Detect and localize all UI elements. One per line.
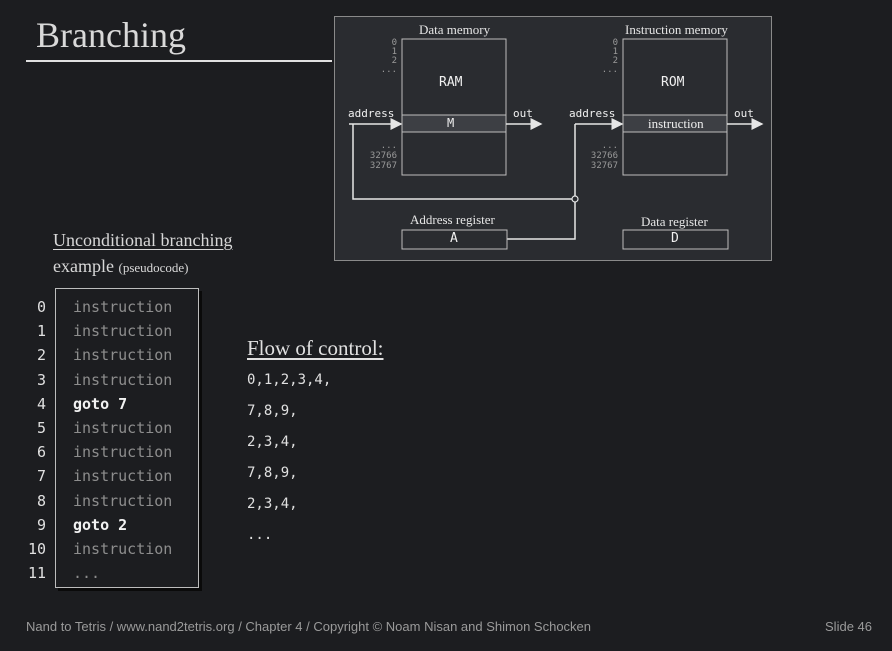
rom-selected-instruction: instruction: [648, 116, 704, 131]
code-line: instruction: [73, 467, 173, 486]
line-number: 0: [36, 298, 46, 316]
ram-label: RAM: [439, 75, 463, 90]
code-line: ...: [73, 564, 101, 583]
code-line: instruction: [73, 491, 173, 510]
d-register: D: [671, 231, 679, 246]
rom-address-label: address: [569, 107, 616, 120]
slide-number: Slide 46: [825, 619, 872, 634]
instruction-memory-label: Instruction memory: [625, 22, 728, 37]
code-line: instruction: [73, 419, 173, 437]
flow-line: 7,8,9,: [247, 403, 298, 419]
code-line: goto 7: [73, 394, 128, 413]
title-underline: [26, 60, 332, 62]
line-number: 6: [36, 443, 46, 462]
example-note: (pseudocode): [118, 260, 189, 275]
code-line: instruction: [73, 298, 173, 316]
slide-title: Branching: [36, 15, 186, 55]
code-listing-box: [55, 288, 199, 588]
flow-of-control-title: Flow of control:: [247, 336, 384, 360]
flow-line: 0,1,2,3,4,: [247, 372, 332, 388]
code-line: instruction: [73, 443, 173, 462]
code-line: instruction: [73, 346, 173, 365]
line-number: 3: [36, 370, 46, 389]
example-subheading: example (pseudocode): [53, 256, 189, 276]
code-line: instruction: [73, 322, 173, 341]
diagram-lines: [349, 38, 764, 250]
line-number: 9: [36, 515, 46, 534]
rom-label: ROM: [661, 75, 685, 90]
line-number: 1: [36, 322, 46, 341]
flow-line: 2,3,4,: [247, 496, 298, 512]
data-register-label: Data register: [641, 214, 708, 229]
rom-out-label: out: [734, 107, 754, 120]
line-number: 11: [27, 564, 46, 583]
line-number: 10: [27, 540, 46, 558]
ram-address-label: address: [348, 107, 395, 120]
flow-line: ...: [247, 527, 273, 543]
line-number: 4: [36, 394, 46, 413]
line-number: 7: [36, 467, 46, 486]
code-line: instruction: [73, 370, 173, 389]
data-memory-label: Data memory: [419, 22, 491, 37]
ram-out-label: out: [513, 107, 533, 120]
line-number: 2: [36, 346, 46, 365]
ram-selected-register: M: [447, 116, 455, 130]
line-number: 5: [36, 419, 46, 437]
flow-line: 2,3,4,: [247, 434, 298, 450]
a-register: A: [450, 231, 458, 246]
flow-line: 7,8,9,: [247, 465, 298, 481]
footer-credit: Nand to Tetris / www.nand2tetris.org / C…: [26, 619, 592, 634]
code-line: instruction: [73, 540, 173, 558]
line-number: 8: [36, 491, 46, 510]
code-line: goto 2: [73, 515, 128, 534]
example-heading: Unconditional branching: [53, 230, 233, 250]
address-register-label: Address register: [410, 212, 495, 227]
